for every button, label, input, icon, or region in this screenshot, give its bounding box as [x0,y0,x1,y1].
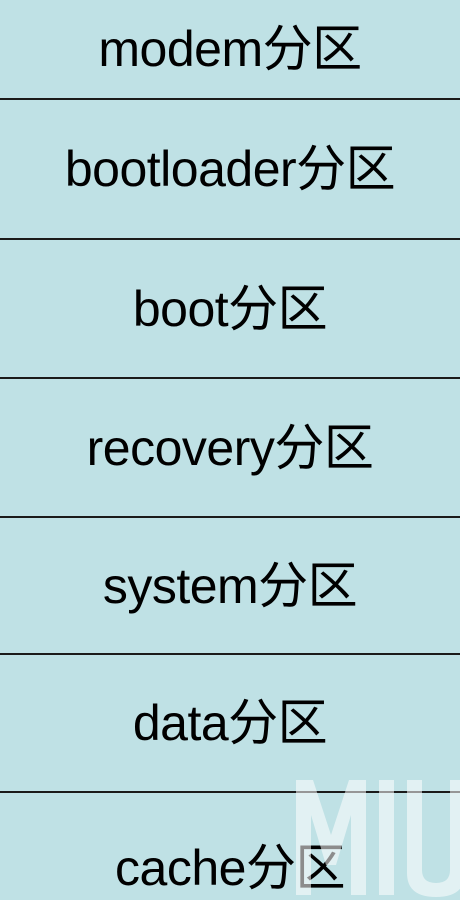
partition-label: system分区 [102,557,358,614]
partition-modem: modem分区 [0,0,460,98]
partition-label: data分区 [132,695,328,751]
partition-divider [0,516,460,518]
partition-system: system分区 [0,518,460,653]
partition-cache: cache分区 [0,793,460,900]
partition-label: bootloader分区 [64,141,396,197]
partition-label: modem分区 [98,21,362,77]
partition-label: recovery分区 [86,419,374,476]
partition-divider [0,791,460,793]
partition-label: cache分区 [115,840,345,896]
partition-bootloader: bootloader分区 [0,100,460,238]
partition-data: data分区 [0,655,460,791]
partition-boot: boot分区 [0,240,460,377]
partition-divider [0,653,460,655]
partition-divider [0,98,460,100]
partition-recovery: recovery分区 [0,379,460,516]
partition-label: boot分区 [132,280,328,337]
partition-divider [0,377,460,379]
partition-divider [0,238,460,240]
